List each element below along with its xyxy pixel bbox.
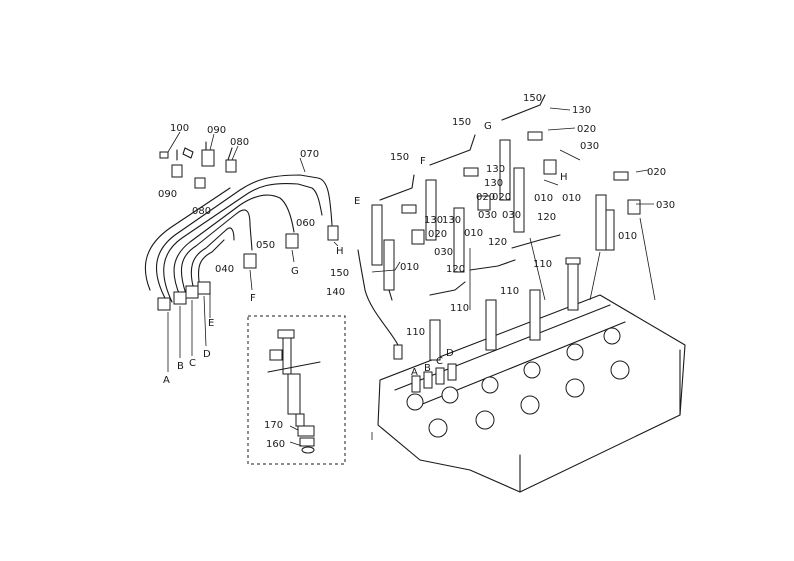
label-010: 010: [534, 193, 553, 204]
label-h: H: [336, 246, 344, 257]
label-150: 150: [390, 152, 409, 163]
label-020: 020: [492, 192, 511, 203]
label-140: 140: [326, 287, 345, 298]
label-130: 130: [486, 164, 505, 175]
label-030: 030: [580, 141, 599, 152]
label-060: 060: [296, 218, 315, 229]
label-120: 120: [488, 237, 507, 248]
label-050: 050: [256, 240, 275, 251]
label-030: 030: [434, 247, 453, 258]
label-150: 150: [330, 268, 349, 279]
label-080: 080: [192, 206, 211, 217]
label-010: 010: [618, 231, 637, 242]
label-h-2: H: [560, 172, 568, 183]
label-d-2: D: [446, 348, 454, 359]
label-110: 110: [450, 303, 469, 314]
label-130: 130: [484, 178, 503, 189]
label-120: 120: [446, 264, 465, 275]
label-080: 080: [230, 137, 249, 148]
label-030: 030: [656, 200, 675, 211]
label-030: 030: [502, 210, 521, 221]
label-150: 150: [523, 93, 542, 104]
cylinder-head: [371, 294, 686, 493]
label-030: 030: [478, 210, 497, 221]
injectors: [371, 139, 615, 361]
label-090: 090: [158, 189, 177, 200]
leader-lines-left: [167, 131, 339, 372]
label-110: 110: [406, 327, 425, 338]
label-e: E: [208, 318, 214, 329]
label-020: 020: [647, 167, 666, 178]
return-pipes: [429, 234, 561, 296]
label-010: 010: [464, 228, 483, 239]
leak-off-pipes: [357, 94, 546, 360]
pipe-end-fittings: [157, 225, 339, 311]
label-020: 020: [428, 229, 447, 240]
label-d: D: [203, 349, 211, 360]
label-110: 110: [500, 286, 519, 297]
label-130: 130: [572, 105, 591, 116]
label-010: 010: [400, 262, 419, 273]
pipe-clamps: [159, 141, 237, 189]
label-a: A: [163, 375, 170, 386]
label-a-2: A: [411, 367, 418, 378]
label-130: 130: [424, 215, 443, 226]
label-e-2: E: [354, 196, 360, 207]
label-160: 160: [266, 439, 285, 450]
nozzle-holders: [401, 131, 641, 245]
label-g-2: G: [484, 121, 492, 132]
label-170: 170: [264, 420, 283, 431]
leader-lines-right: [371, 107, 656, 310]
label-040: 040: [215, 264, 234, 275]
label-100: 100: [170, 123, 189, 134]
label-110: 110: [533, 259, 552, 270]
injector-detail-inset: [247, 315, 346, 465]
label-020: 020: [577, 124, 596, 135]
label-120: 120: [537, 212, 556, 223]
label-b: B: [177, 361, 184, 372]
label-150: 150: [452, 117, 471, 128]
label-g: G: [291, 266, 299, 277]
label-130: 130: [442, 215, 461, 226]
callout-labels: 100 090 080 090 080 070 060 050 040 A B …: [158, 93, 675, 450]
label-090: 090: [207, 125, 226, 136]
label-010: 010: [562, 193, 581, 204]
label-b-2: B: [424, 363, 431, 374]
label-c-2: C: [436, 356, 443, 367]
label-c: C: [189, 358, 196, 369]
label-f-2: F: [420, 156, 426, 167]
label-f: F: [250, 293, 256, 304]
label-070: 070: [300, 149, 319, 160]
label-020: 020: [476, 192, 495, 203]
